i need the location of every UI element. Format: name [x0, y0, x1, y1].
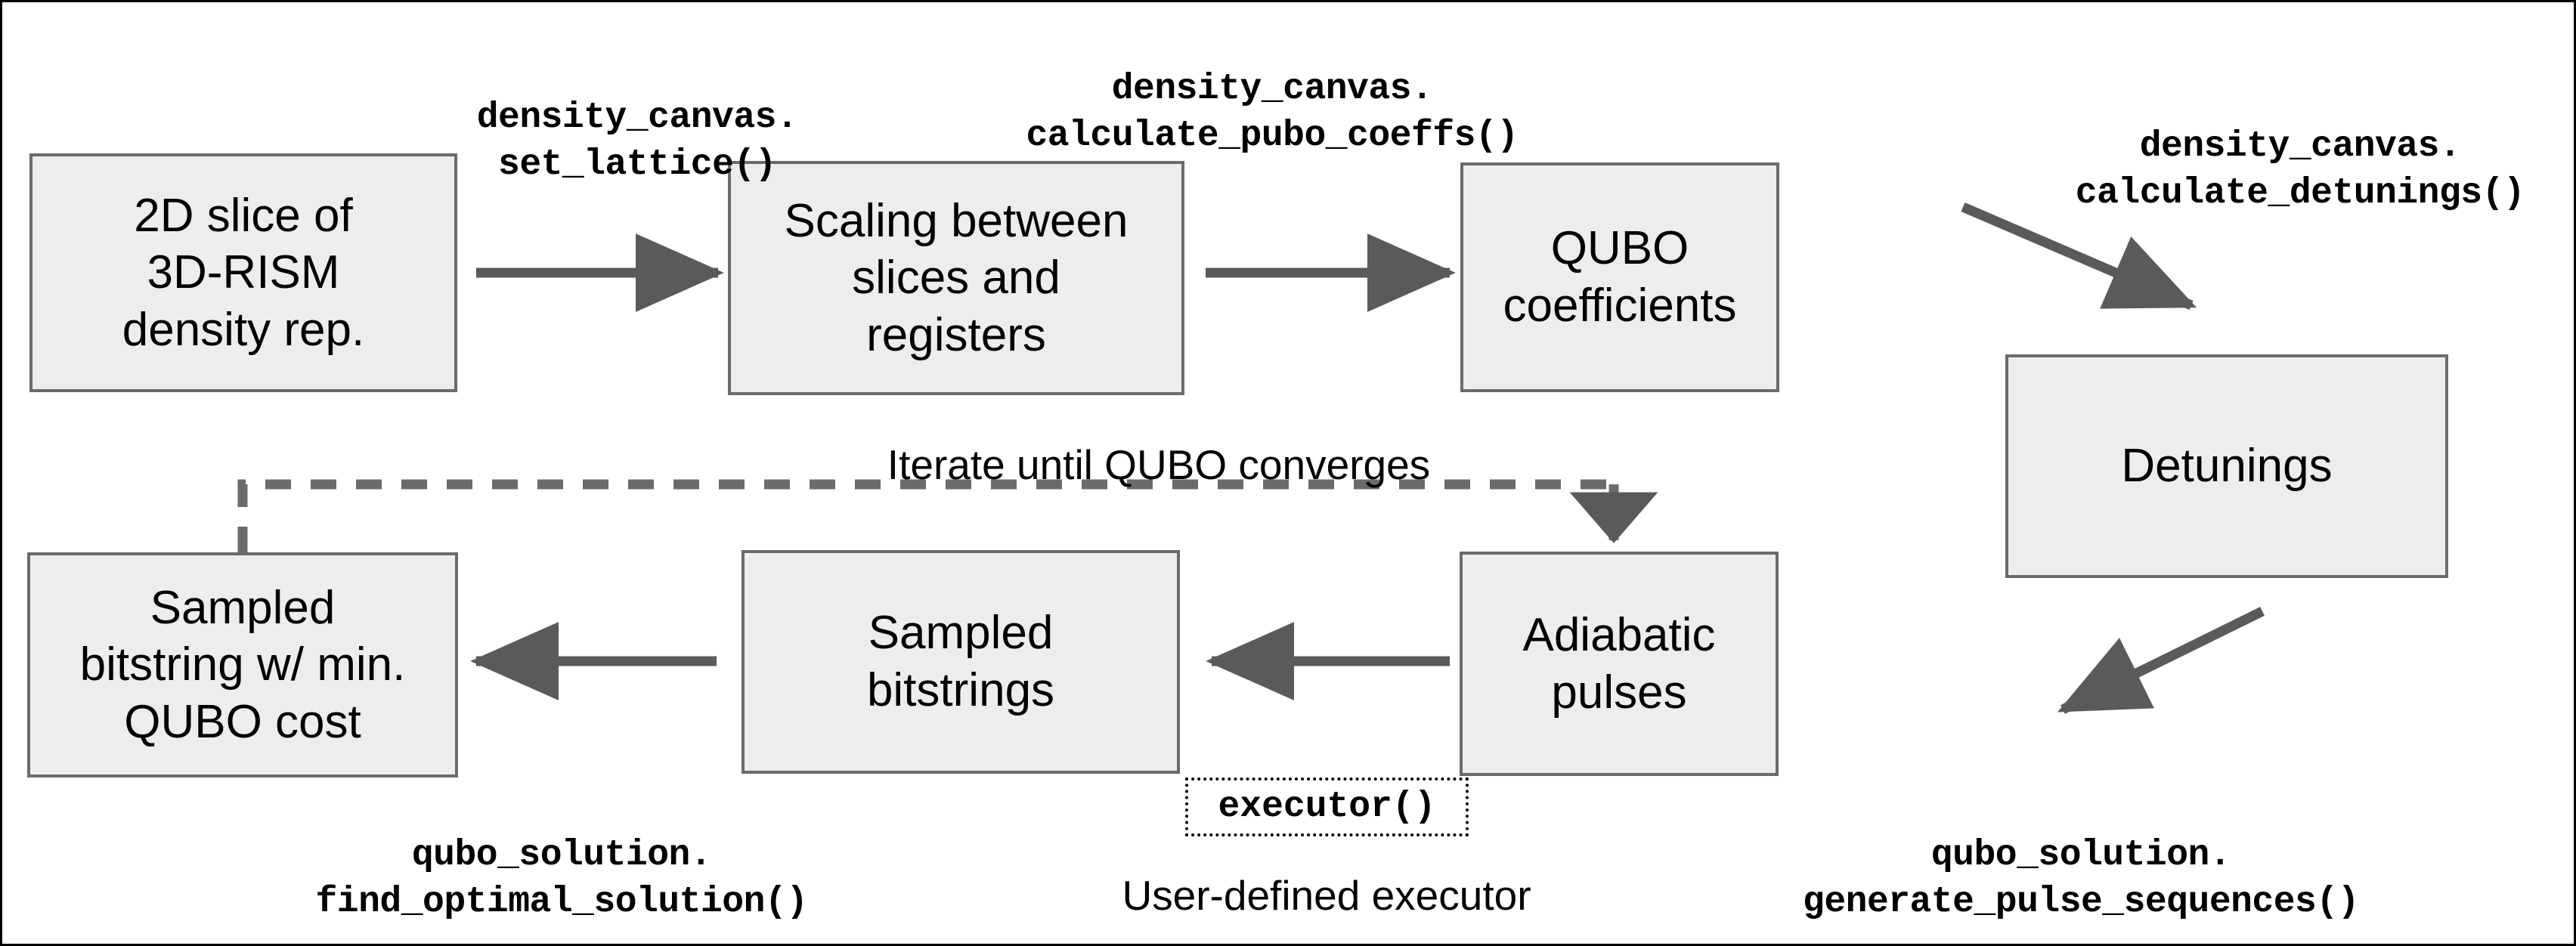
code-label-calculate-detunings-text: density_canvas. calculate_detunings()	[2075, 126, 2525, 214]
node-qubo-coefficients[interactable]: QUBO coefficients	[1460, 162, 1779, 392]
node-scaling[interactable]: Scaling between slices and registers	[728, 161, 1184, 395]
node-qubo-coefficients-label: QUBO coefficients	[1503, 222, 1737, 332]
node-scaling-label: Scaling between slices and registers	[784, 194, 1129, 361]
code-label-find-optimal-solution: qubo_solution. find_optimal_solution()	[244, 787, 879, 926]
node-adiabatic-pulses[interactable]: Adiabatic pulses	[1460, 552, 1779, 776]
label-user-defined-executor-text: User-defined executor	[1122, 872, 1531, 919]
label-iterate-until-converges: Iterate until QUBO converges	[781, 441, 1537, 489]
code-label-set-lattice-text: density_canvas. set_lattice()	[476, 97, 798, 185]
node-adiabatic-pulses-label: Adiabatic pulses	[1522, 608, 1716, 719]
code-label-calculate-detunings: density_canvas. calculate_detunings()	[2028, 78, 2572, 217]
arrow-detunings-to-pulses	[2057, 607, 2265, 714]
node-detunings-label: Detunings	[2121, 440, 2333, 493]
executor-box-label: executor()	[1218, 787, 1436, 827]
node-min-qubo-bitstring[interactable]: Sampled bitstring w/ min. QUBO cost	[27, 552, 458, 778]
node-sampled-bitstrings[interactable]: Sampled bitstrings	[742, 550, 1180, 774]
label-iterate-until-converges-text: Iterate until QUBO converges	[887, 441, 1431, 488]
feedback-loop-dashed	[237, 479, 1614, 552]
node-detunings[interactable]: Detunings	[2005, 354, 2448, 578]
code-label-calculate-pubo-coeffs-text: density_canvas. calculate_pubo_coeffs()	[1026, 69, 1519, 156]
node-sampled-bitstrings-label: Sampled bitstrings	[866, 607, 1055, 716]
executor-box[interactable]: executor()	[1185, 778, 1469, 836]
node-min-qubo-bitstring-label: Sampled bitstring w/ min. QUBO cost	[79, 581, 406, 748]
label-user-defined-executor: User-defined executor	[949, 871, 1704, 920]
code-label-calculate-pubo-coeffs: density_canvas. calculate_pubo_coeffs()	[970, 20, 1574, 159]
node-slice-label: 2D slice of 3D-RISM density rep.	[122, 189, 365, 356]
code-label-generate-pulse-sequences: qubo_solution. generate_pulse_sequences(…	[1726, 787, 2436, 926]
code-label-set-lattice: density_canvas. set_lattice()	[410, 49, 864, 188]
code-label-generate-pulse-sequences-text: qubo_solution. generate_pulse_sequences(…	[1803, 835, 2359, 923]
arrow-qubo-to-detunings	[1961, 202, 2197, 310]
code-label-find-optimal-solution-text: qubo_solution. find_optimal_solution()	[315, 835, 808, 923]
node-slice[interactable]: 2D slice of 3D-RISM density rep.	[29, 153, 457, 392]
